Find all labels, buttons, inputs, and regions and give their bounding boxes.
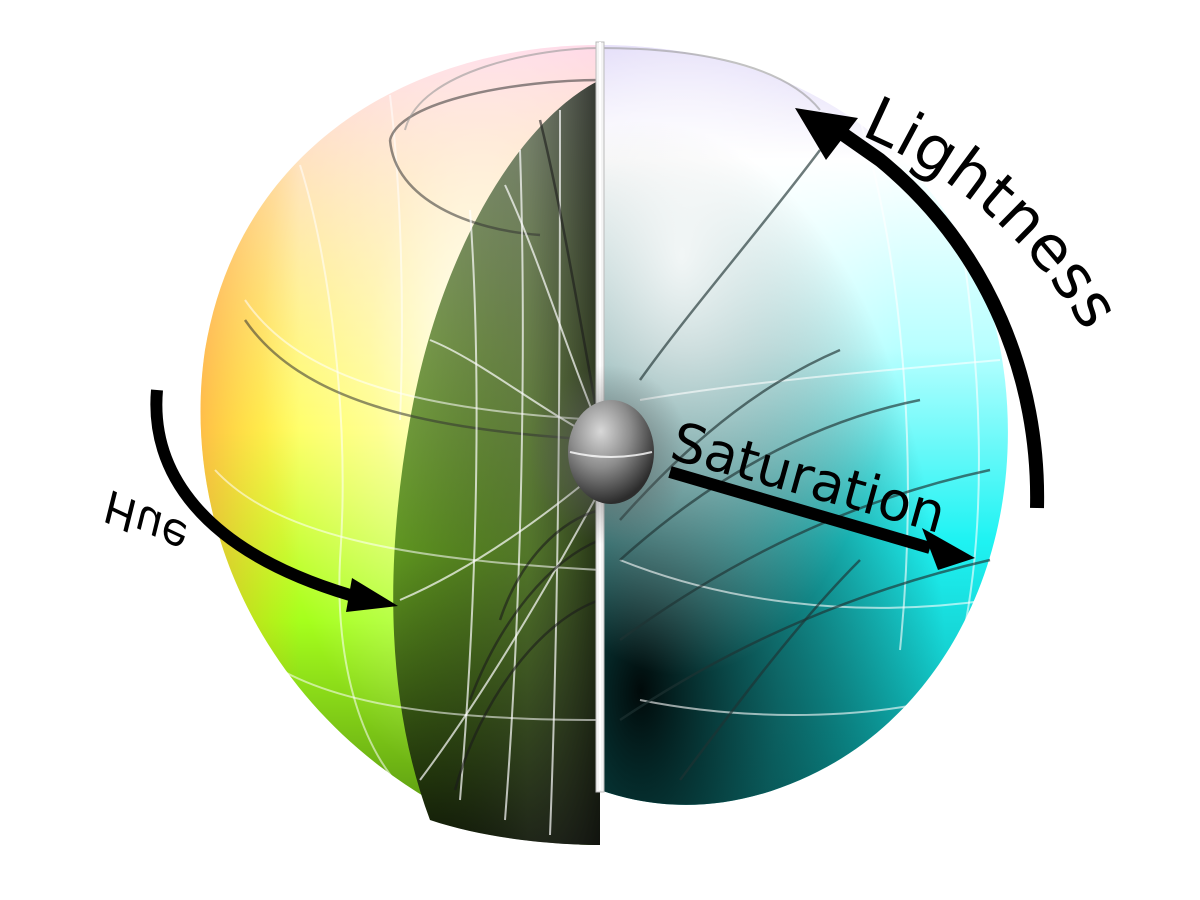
hue-arrowhead-icon [346,578,398,612]
cyan-surface-gridlines [619,119,1001,716]
hue-arrow [150,389,398,612]
cyan-surface [600,45,1008,805]
hue-surface-shadow-lines [243,78,601,442]
lightness-arrow [795,108,1045,509]
green-cut-face [393,80,600,845]
hue-surface-gridlines [214,94,601,806]
saturation-arrow [668,466,975,570]
saturation-arrowhead-icon [922,528,975,570]
grey-core [530,365,690,545]
lightness-arrowhead-icon [795,108,858,160]
